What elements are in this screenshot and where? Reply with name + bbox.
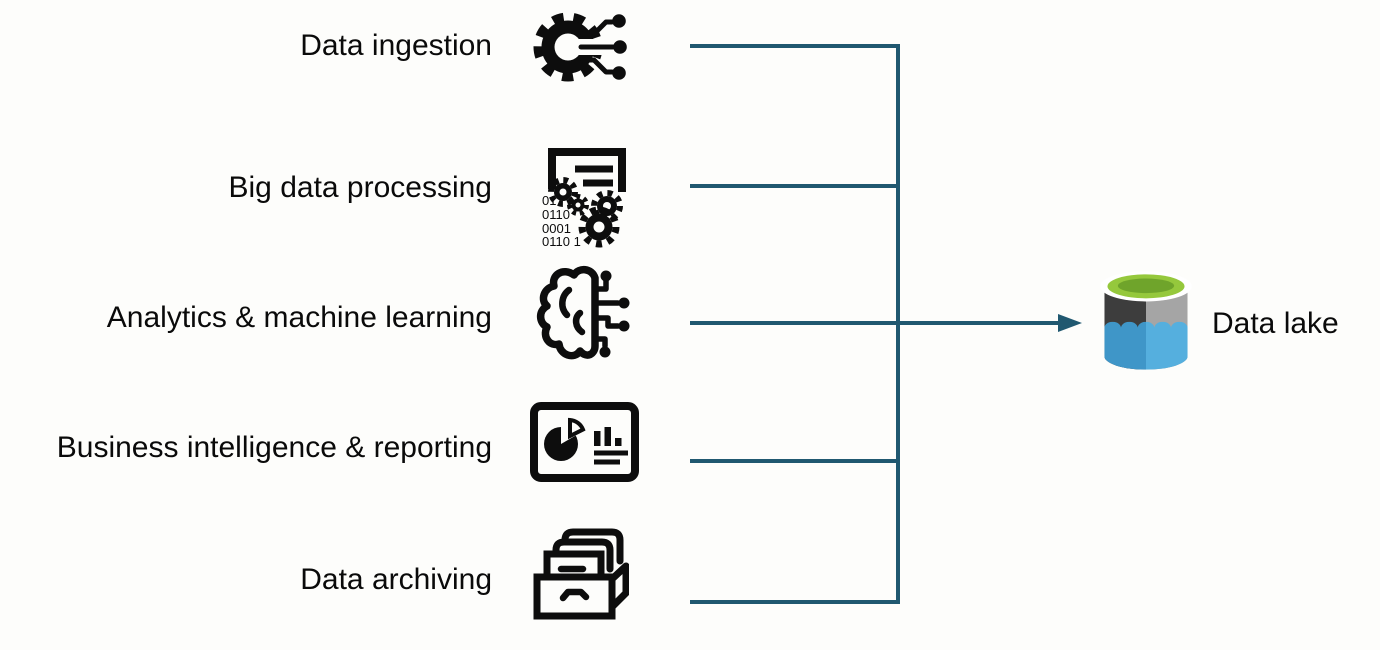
label-big-data-processing: Big data processing	[228, 171, 493, 204]
brain-circuit-icon	[535, 263, 638, 366]
label-data-archiving: Data archiving	[300, 563, 492, 596]
arrowhead	[1058, 314, 1082, 332]
connector-bracket	[690, 44, 900, 604]
binary-line-3: 0001	[542, 221, 571, 236]
archive-drawers-icon	[533, 517, 629, 624]
data-lake-cylinder-icon	[1096, 257, 1196, 374]
label-analytics-ml: Analytics & machine learning	[106, 301, 492, 334]
binary-line-4: 0110 1	[542, 234, 581, 249]
dashboard-charts-icon	[529, 401, 640, 483]
label-data-ingestion: Data ingestion	[300, 29, 492, 62]
label-bi-reporting: Business intelligence & reporting	[56, 431, 492, 464]
binary-line-1: 01	[542, 193, 556, 208]
binary-line-2: 0110	[542, 207, 570, 222]
gear-circuit-icon	[532, 5, 638, 90]
document-gears-binary-icon: 01 0110 0001 0110 1	[542, 143, 634, 250]
label-data-lake: Data lake	[1212, 307, 1339, 340]
